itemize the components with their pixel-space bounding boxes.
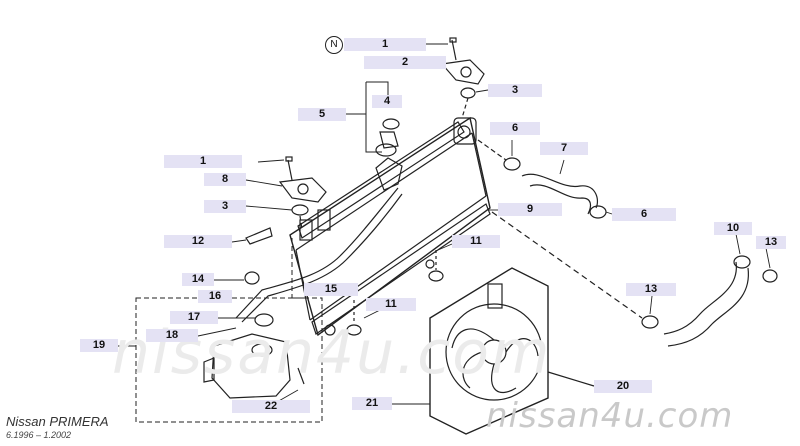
callout-1b: 1 [164, 155, 242, 168]
upper-hose [477, 139, 607, 219]
bracket-4-5 [346, 81, 389, 153]
watermark-corner: nissan4u.com [486, 396, 734, 436]
callout-3b: 3 [204, 200, 246, 213]
callout-18: 18 [146, 329, 198, 342]
note-symbol: N [325, 36, 343, 54]
top-mount-bracket [440, 37, 485, 119]
side-mount-bracket [278, 156, 327, 231]
fan-assembly [429, 267, 595, 435]
callout-15: 15 [304, 283, 358, 296]
reservoir-tank [203, 313, 305, 399]
callout-16: 16 [198, 290, 232, 303]
callout-11b: 11 [366, 298, 416, 311]
callout-5: 5 [298, 108, 346, 121]
lower-hose [491, 211, 778, 347]
callout-13a: 13 [756, 236, 786, 249]
callout-3a: 3 [488, 84, 542, 97]
callout-1a: 1 [344, 38, 426, 51]
callout-12: 12 [164, 235, 232, 248]
callout-9: 9 [498, 203, 562, 216]
callout-17: 17 [170, 311, 218, 324]
radiator-core [289, 116, 491, 337]
lower-mounts [346, 250, 444, 336]
callout-2: 2 [364, 56, 446, 69]
callout-6b: 6 [612, 208, 676, 221]
callout-6a: 6 [490, 122, 540, 135]
overflow-tube [235, 187, 403, 323]
callout-13b: 13 [626, 283, 676, 296]
filler-neck [375, 118, 403, 191]
callout-19: 19 [80, 339, 118, 352]
callout-8: 8 [204, 173, 246, 186]
production-range: 6.1996 – 1.2002 [6, 430, 72, 440]
callout-21: 21 [352, 397, 392, 410]
callout-7: 7 [540, 142, 588, 155]
brand-label: Nissan PRIMERA [6, 414, 109, 429]
callout-20: 20 [594, 380, 652, 393]
callout-4: 4 [372, 95, 402, 108]
callout-14: 14 [182, 273, 214, 286]
callout-11a: 11 [452, 235, 500, 248]
callout-10: 10 [714, 222, 752, 235]
callout-22: 22 [232, 400, 310, 413]
